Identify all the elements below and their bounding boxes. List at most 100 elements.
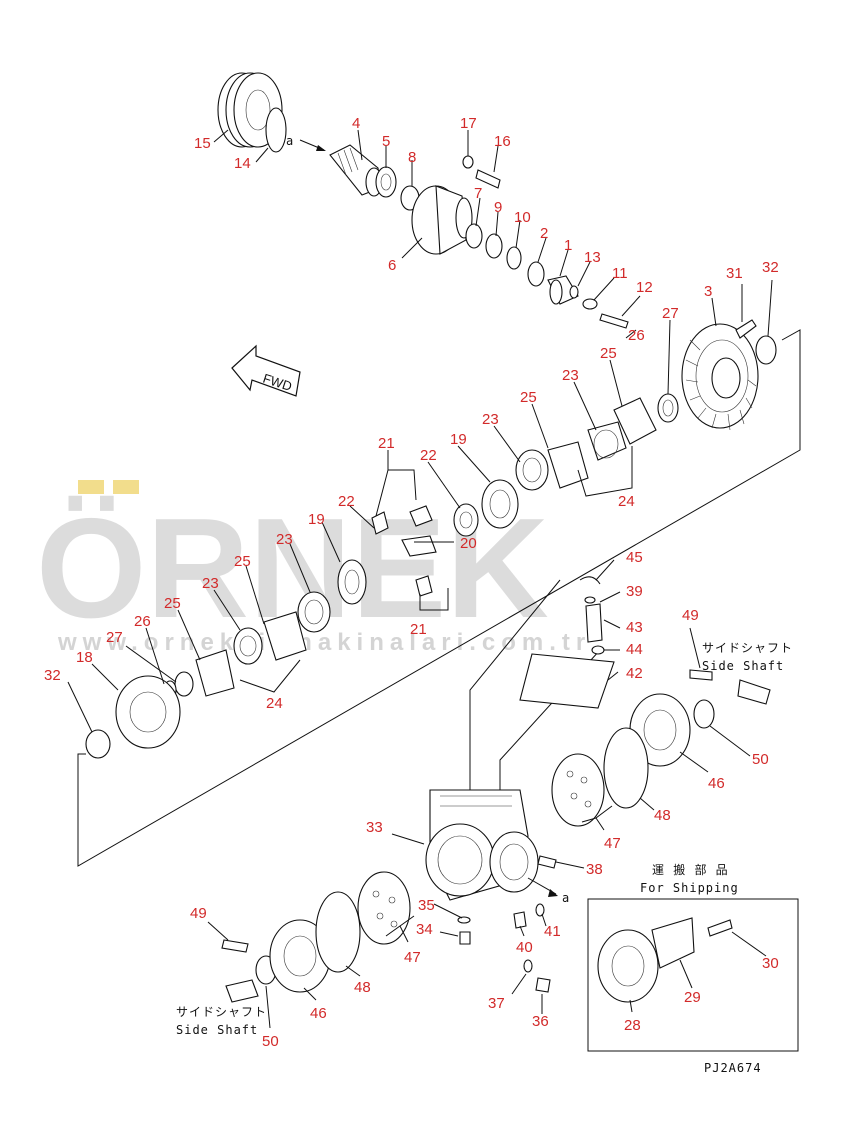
washer-23-mid: [515, 449, 549, 491]
arrow-a-top-label: a: [286, 134, 294, 148]
bearing-cage-6: [411, 185, 473, 255]
differential-case-19-left: [337, 559, 367, 605]
callout-1: 1: [564, 237, 572, 254]
callout-23-left: 23: [276, 531, 293, 548]
callout-30: 30: [762, 955, 779, 972]
race-7: [465, 223, 483, 249]
callout-4: 4: [352, 115, 360, 132]
shim-23-top: [587, 421, 627, 461]
callout-39: 39: [626, 583, 643, 600]
callout-27-left: 27: [106, 629, 123, 646]
callout-25-mid: 25: [520, 389, 537, 406]
nut-32-top: [755, 335, 777, 365]
left-bearing-shim-stack: [195, 591, 331, 697]
callout-26-left: 26: [134, 613, 151, 630]
leader-lines: [67, 129, 773, 1029]
o-ring-14: [265, 107, 287, 153]
washer-35: [457, 916, 471, 924]
callout-3: 3: [704, 283, 712, 300]
drawing-code: PJ2A674: [704, 1061, 762, 1075]
callout-14: 14: [234, 155, 251, 172]
callout-15: 15: [194, 135, 211, 152]
callout-13: 13: [584, 249, 601, 266]
callout-23-top: 23: [562, 367, 579, 384]
callout-7: 7: [474, 185, 482, 202]
callout-5: 5: [382, 133, 390, 150]
for-shipping-en: For Shipping: [640, 881, 739, 895]
callout-50-left: 50: [262, 1033, 279, 1050]
callout-12: 12: [636, 279, 653, 296]
callout-46-left: 46: [310, 1005, 327, 1022]
callout-28: 28: [624, 1017, 641, 1034]
callout-26-top: 26: [628, 327, 645, 344]
bearing-27-top: [657, 393, 679, 423]
bolt-16: [475, 169, 501, 189]
callout-2: 2: [540, 225, 548, 242]
side-shaft-jp-right: サイドシャフト: [702, 641, 793, 655]
callout-16: 16: [494, 133, 511, 150]
spider-20: [401, 535, 437, 557]
o-ring-50-right: [693, 699, 715, 729]
shim-25-mid: [547, 441, 589, 489]
shim-stack-15: [217, 72, 283, 148]
ring-41: [535, 903, 545, 917]
ring-37: [523, 959, 533, 973]
o-ring-13: [569, 285, 579, 299]
callout-21-bottom: 21: [410, 621, 427, 638]
disc-pack-47-left: [357, 871, 411, 945]
callout-37: 37: [488, 995, 505, 1012]
callout-48-left: 48: [354, 979, 371, 996]
callout-32-top: 32: [762, 259, 779, 276]
pinion-shaft-4: [329, 144, 383, 197]
side-shaft-en-left: Side Shaft: [176, 1023, 258, 1037]
watermark-umlaut-right: [113, 480, 139, 494]
shim-25-left: [263, 611, 307, 661]
plate-29: [651, 917, 695, 969]
callout-8: 8: [408, 149, 416, 166]
plug-34: [459, 931, 471, 945]
nut-32-left: [85, 729, 111, 759]
callout-32-left: 32: [44, 667, 61, 684]
callout-24-left: 24: [266, 695, 283, 712]
shim-25-left-lower: [195, 649, 235, 697]
cover-gasket-42: [519, 653, 615, 709]
bolt-12: [599, 313, 629, 329]
callout-22-left: 22: [338, 493, 355, 510]
callout-48-right: 48: [654, 807, 671, 824]
callout-47-left: 47: [404, 949, 421, 966]
bearing-27-left: [174, 671, 194, 697]
notes: サイドシャフト Side Shaft サイドシャフト Side Shaft 運 …: [176, 641, 793, 1075]
plug-36: [535, 977, 551, 993]
watermark-url: www.orneksismakinalari.com.tr: [57, 629, 591, 656]
callout-49-left: 49: [190, 905, 207, 922]
side-shaft-jp-left: サイドシャフト: [176, 1005, 267, 1019]
plug-39: [584, 596, 596, 604]
group-frame: [77, 329, 801, 867]
coupling-1: [547, 275, 579, 305]
carrier-18: [115, 675, 181, 749]
disc-pack-47-right: [551, 753, 605, 827]
washer-44: [591, 645, 605, 655]
shim-25-top: [613, 397, 657, 445]
arrow-a-bottom-head: [548, 889, 558, 897]
arrow-a-bottom-label: a: [562, 891, 570, 905]
plug-40: [513, 911, 527, 929]
ring-45: [579, 576, 601, 585]
bolt-49-right: [689, 669, 713, 681]
axle-housing-33: [425, 789, 539, 901]
callout-45: 45: [626, 549, 643, 566]
callout-46-right: 46: [708, 775, 725, 792]
differential-case-19-right: [481, 479, 519, 529]
ring-gear-3: [681, 323, 759, 431]
gasket-48-left: [315, 891, 361, 973]
side-shaft-left: [225, 979, 259, 1003]
side-shaft-en-right: Side Shaft: [702, 659, 784, 673]
side-shaft-right: [737, 679, 771, 705]
callout-9: 9: [494, 199, 502, 216]
callout-11: 11: [612, 265, 628, 282]
callout-49-right: 49: [682, 607, 699, 624]
callout-6: 6: [388, 257, 396, 274]
callout-22-right: 22: [420, 447, 437, 464]
callout-35: 35: [418, 897, 435, 914]
